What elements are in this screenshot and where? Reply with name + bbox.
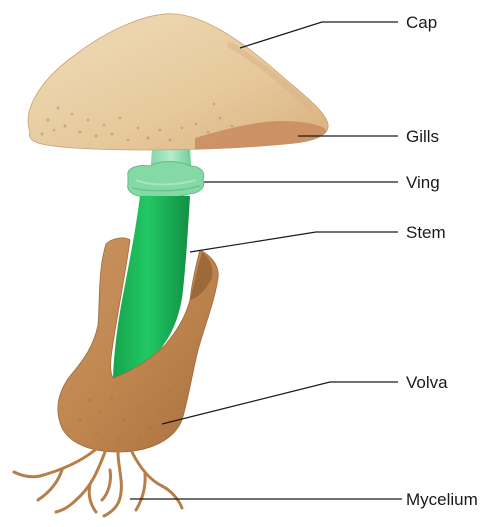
volva-label: Volva xyxy=(406,373,448,392)
gills-label: Gills xyxy=(406,127,439,146)
mycelium-label: Mycelium xyxy=(406,490,478,509)
volva-leader xyxy=(162,382,398,424)
mycelium xyxy=(14,450,182,516)
ring-label: Ving xyxy=(406,173,440,192)
stem-leader xyxy=(190,232,398,252)
cap-leader xyxy=(240,22,398,48)
stem-label: Stem xyxy=(406,223,446,242)
cap-label: Cap xyxy=(406,13,437,32)
ring xyxy=(128,162,204,198)
